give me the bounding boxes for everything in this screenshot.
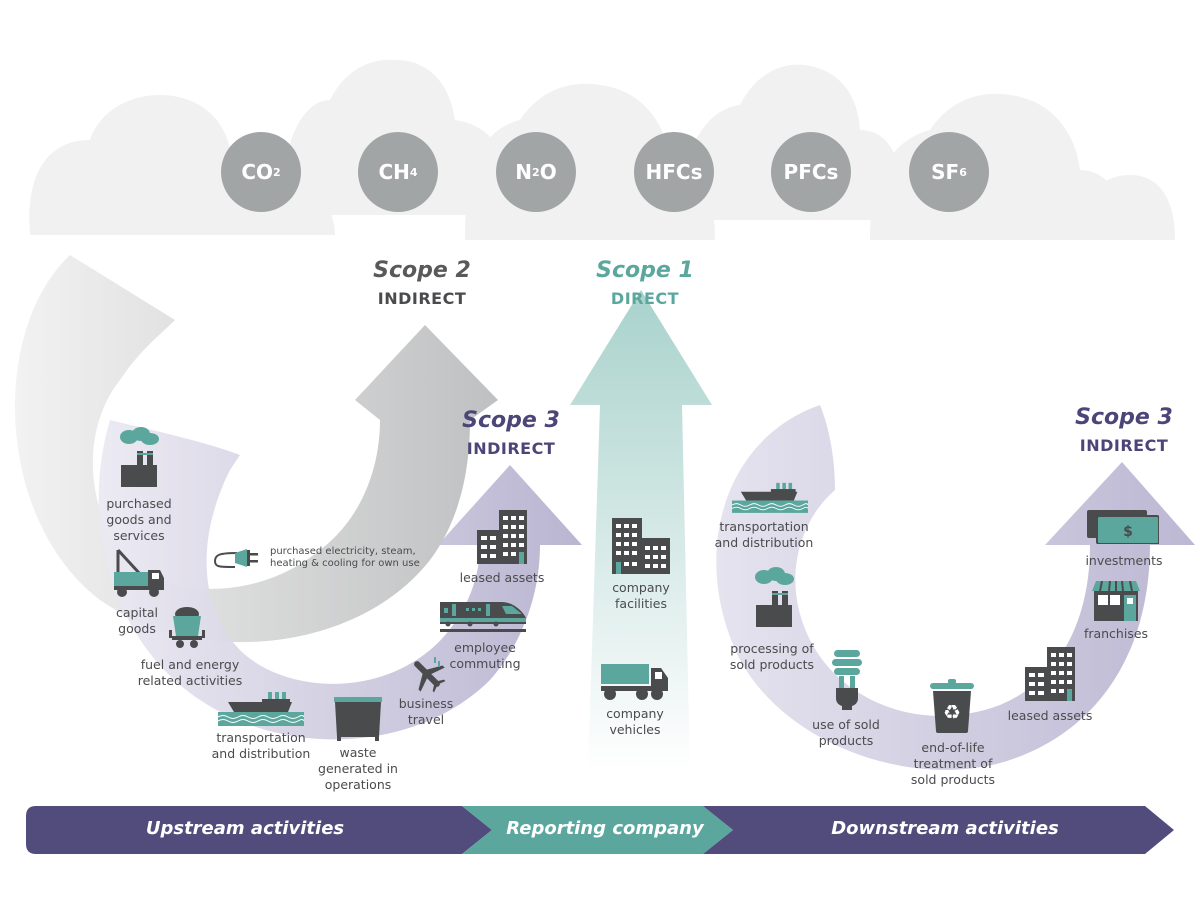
gas-subscript: 2 [532, 165, 540, 179]
scope3-upstream-arc [98, 420, 582, 740]
downstream-item-label: investments [1085, 553, 1163, 568]
upstream-item-label: transportation and distribution [211, 730, 311, 761]
factory-icon [120, 427, 159, 487]
building-icon [1025, 647, 1075, 701]
building-icon [477, 510, 527, 564]
truck-icon [601, 664, 668, 700]
gas-pfcs: PFCs [771, 132, 851, 212]
direct-item-label: company vehicles [606, 706, 664, 737]
scope3-upstream-title: Scope 3 [462, 408, 560, 433]
direct-item-label: company facilities [612, 580, 670, 611]
scope2-title: Scope 2 [373, 258, 471, 283]
ship-icon [218, 692, 304, 726]
upstream-item-label: waste generated in operations [318, 745, 398, 792]
lightbulb-icon [832, 650, 862, 710]
upstream-item-label: fuel and energy related activities [137, 657, 243, 688]
gas-subscript: 6 [959, 165, 967, 179]
building-icon [612, 518, 670, 574]
reporting-company-label: Reporting company [506, 818, 704, 839]
scope2-subtitle: INDIRECT [377, 289, 467, 308]
factory-icon [755, 567, 794, 627]
scope1-subtitle: DIRECT [610, 289, 680, 308]
dumpster-icon [334, 697, 382, 741]
downstream-item-label: franchises [1083, 626, 1149, 641]
upstream-item-label: purchased goods and services [106, 496, 172, 543]
plug-icon [213, 549, 258, 568]
upstream-item-label: capital goods [116, 605, 158, 636]
recycle-bin-icon: ♻ [930, 679, 974, 733]
train-icon [440, 602, 526, 632]
gas-subscript: 2 [273, 165, 281, 179]
svg-text:♻: ♻ [943, 700, 961, 724]
upstream-item-label: employee commuting [449, 640, 521, 671]
storefront-icon [1092, 581, 1140, 621]
gas-label: HFCs [645, 160, 703, 184]
upstream-item-label: leased assets [459, 570, 545, 585]
crane-truck-icon [114, 548, 164, 597]
gas-label: SF [931, 160, 960, 184]
gas-hfcs: HFCs [634, 132, 714, 212]
reporting-bar-shape [462, 806, 733, 854]
coal-cart-icon [169, 607, 205, 648]
gas-label: CH [378, 160, 410, 184]
upstream-bar-shape [26, 806, 492, 854]
downstream-bar-shape [703, 806, 1174, 854]
gas-label: PFCs [783, 160, 839, 184]
scope3-downstream-subtitle: INDIRECT [1079, 436, 1169, 455]
gas-subscript: 4 [409, 165, 418, 179]
downstream-item-label: processing of sold products [729, 641, 815, 672]
ship-icon [732, 482, 808, 513]
scope2-item-label: purchased electricity, steam, heating & … [270, 546, 420, 569]
scope1-title: Scope 1 [596, 258, 694, 283]
gas-label-tail: O [539, 160, 557, 184]
money-icon: $ [1087, 510, 1159, 544]
downstream-activities-label: Downstream activities [831, 818, 1059, 839]
downstream-item-label: leased assets [1007, 708, 1093, 723]
downstream-item-label: transportation and distribution [714, 519, 814, 550]
scope2-arc [15, 255, 499, 643]
upstream-activities-label: Upstream activities [145, 818, 345, 839]
scope3-upstream-subtitle: INDIRECT [466, 439, 556, 458]
gas-label: N [515, 160, 533, 184]
downstream-item-label: end-of-life treatment of sold products [910, 740, 996, 787]
scope3-downstream-title: Scope 3 [1075, 405, 1173, 430]
downstream-item-label: use of sold products [812, 717, 880, 748]
clouds [29, 59, 1175, 240]
gas-label: CO [241, 160, 274, 184]
airplane-icon [414, 657, 446, 693]
scope3-downstream-arc [716, 405, 1195, 770]
upstream-item-label: business travel [398, 696, 454, 727]
dollar-symbol: $ [1123, 524, 1133, 540]
